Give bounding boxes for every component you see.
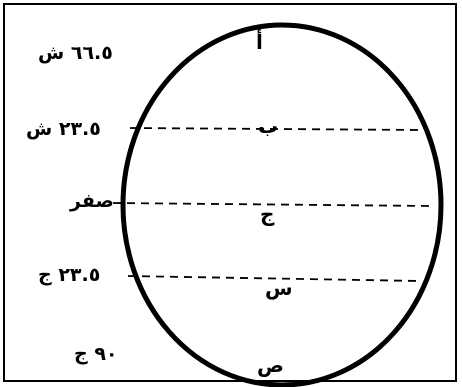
zone-label-b: ب <box>258 114 279 138</box>
latitude-label-south-pole: ٩٠ ج <box>74 343 118 365</box>
tropic-of-cancer-line <box>129 127 423 131</box>
zone-label-sad: ص <box>257 353 284 377</box>
tropic-of-capricorn-line <box>127 275 421 282</box>
equator-line <box>112 202 433 207</box>
latitude-label-tropic-of-cancer: ٢٣.٥ ش <box>26 118 101 140</box>
latitude-label-tropic-of-capricorn: ٢٣.٥ ج <box>38 264 101 286</box>
diagram-frame <box>3 3 457 382</box>
globe-circle <box>120 22 444 387</box>
zone-label-a: أ <box>256 30 263 54</box>
latitude-label-arctic-circle: ٦٦.٥ ش <box>38 42 113 64</box>
zone-label-s: س <box>265 276 293 300</box>
latitude-label-equator: صفر <box>70 190 114 212</box>
zone-label-j: ج <box>260 202 275 226</box>
